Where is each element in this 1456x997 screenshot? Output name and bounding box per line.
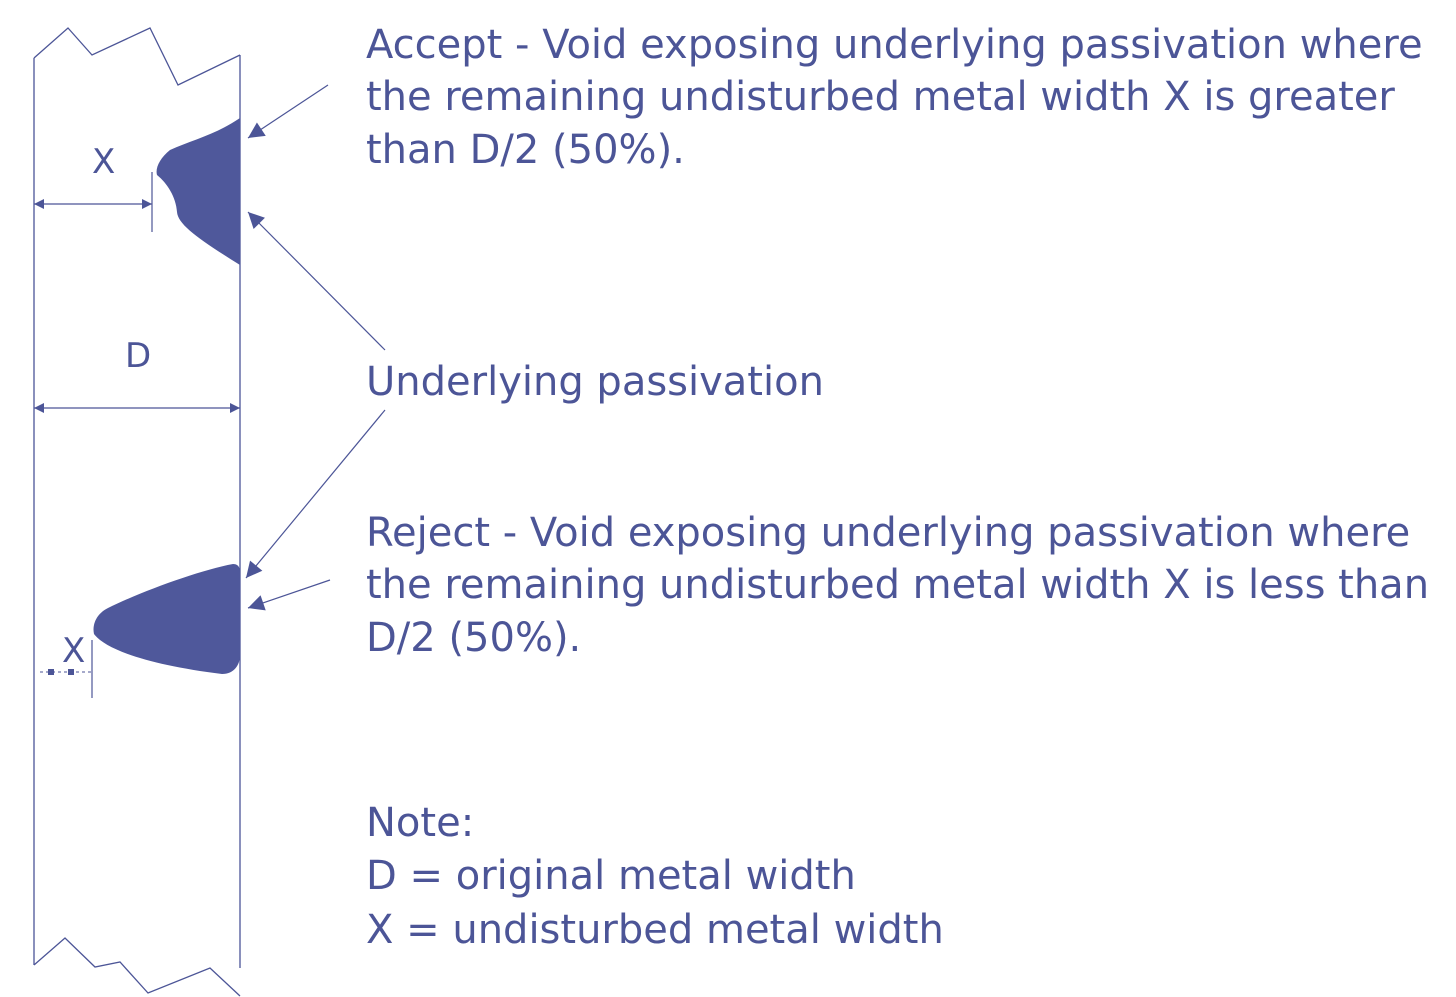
trace-top-break xyxy=(33,27,241,86)
accept-void-shape xyxy=(156,118,240,265)
accept-description: Accept - Void exposing underlying passiv… xyxy=(366,22,1423,173)
reject-leader-arrow xyxy=(247,579,331,611)
x-label-top: X xyxy=(92,142,115,182)
note-line-1: D = original metal width xyxy=(366,853,856,899)
x-dimension-bottom xyxy=(40,640,93,698)
reject-description: Reject - Void exposing underlying passiv… xyxy=(366,510,1429,661)
reject-void-shape xyxy=(93,564,240,674)
d-label: D xyxy=(125,336,151,376)
passivation-label: Underlying passivation xyxy=(366,359,824,405)
trace-bottom-break xyxy=(33,937,241,997)
passivation-leader-arrow-top xyxy=(247,211,386,351)
note-heading: Note: xyxy=(366,800,474,846)
reject-line-2: the remaining undisturbed metal width X … xyxy=(366,562,1429,608)
note-line-2: X = undisturbed metal width xyxy=(366,907,944,953)
accept-line-3: than D/2 (50%). xyxy=(366,127,685,173)
accept-leader-arrow xyxy=(247,84,329,139)
note-block: Note: D = original metal width X = undis… xyxy=(366,800,944,953)
x-label-bottom: X xyxy=(62,631,85,671)
passivation-leader-arrow-bottom xyxy=(245,409,386,579)
reject-line-1: Reject - Void exposing underlying passiv… xyxy=(366,510,1410,556)
reject-line-3: D/2 (50%). xyxy=(366,615,581,661)
accept-line-2: the remaining undisturbed metal width X … xyxy=(366,74,1395,120)
accept-line-1: Accept - Void exposing underlying passiv… xyxy=(366,22,1423,68)
x-dimension-top xyxy=(34,172,153,232)
